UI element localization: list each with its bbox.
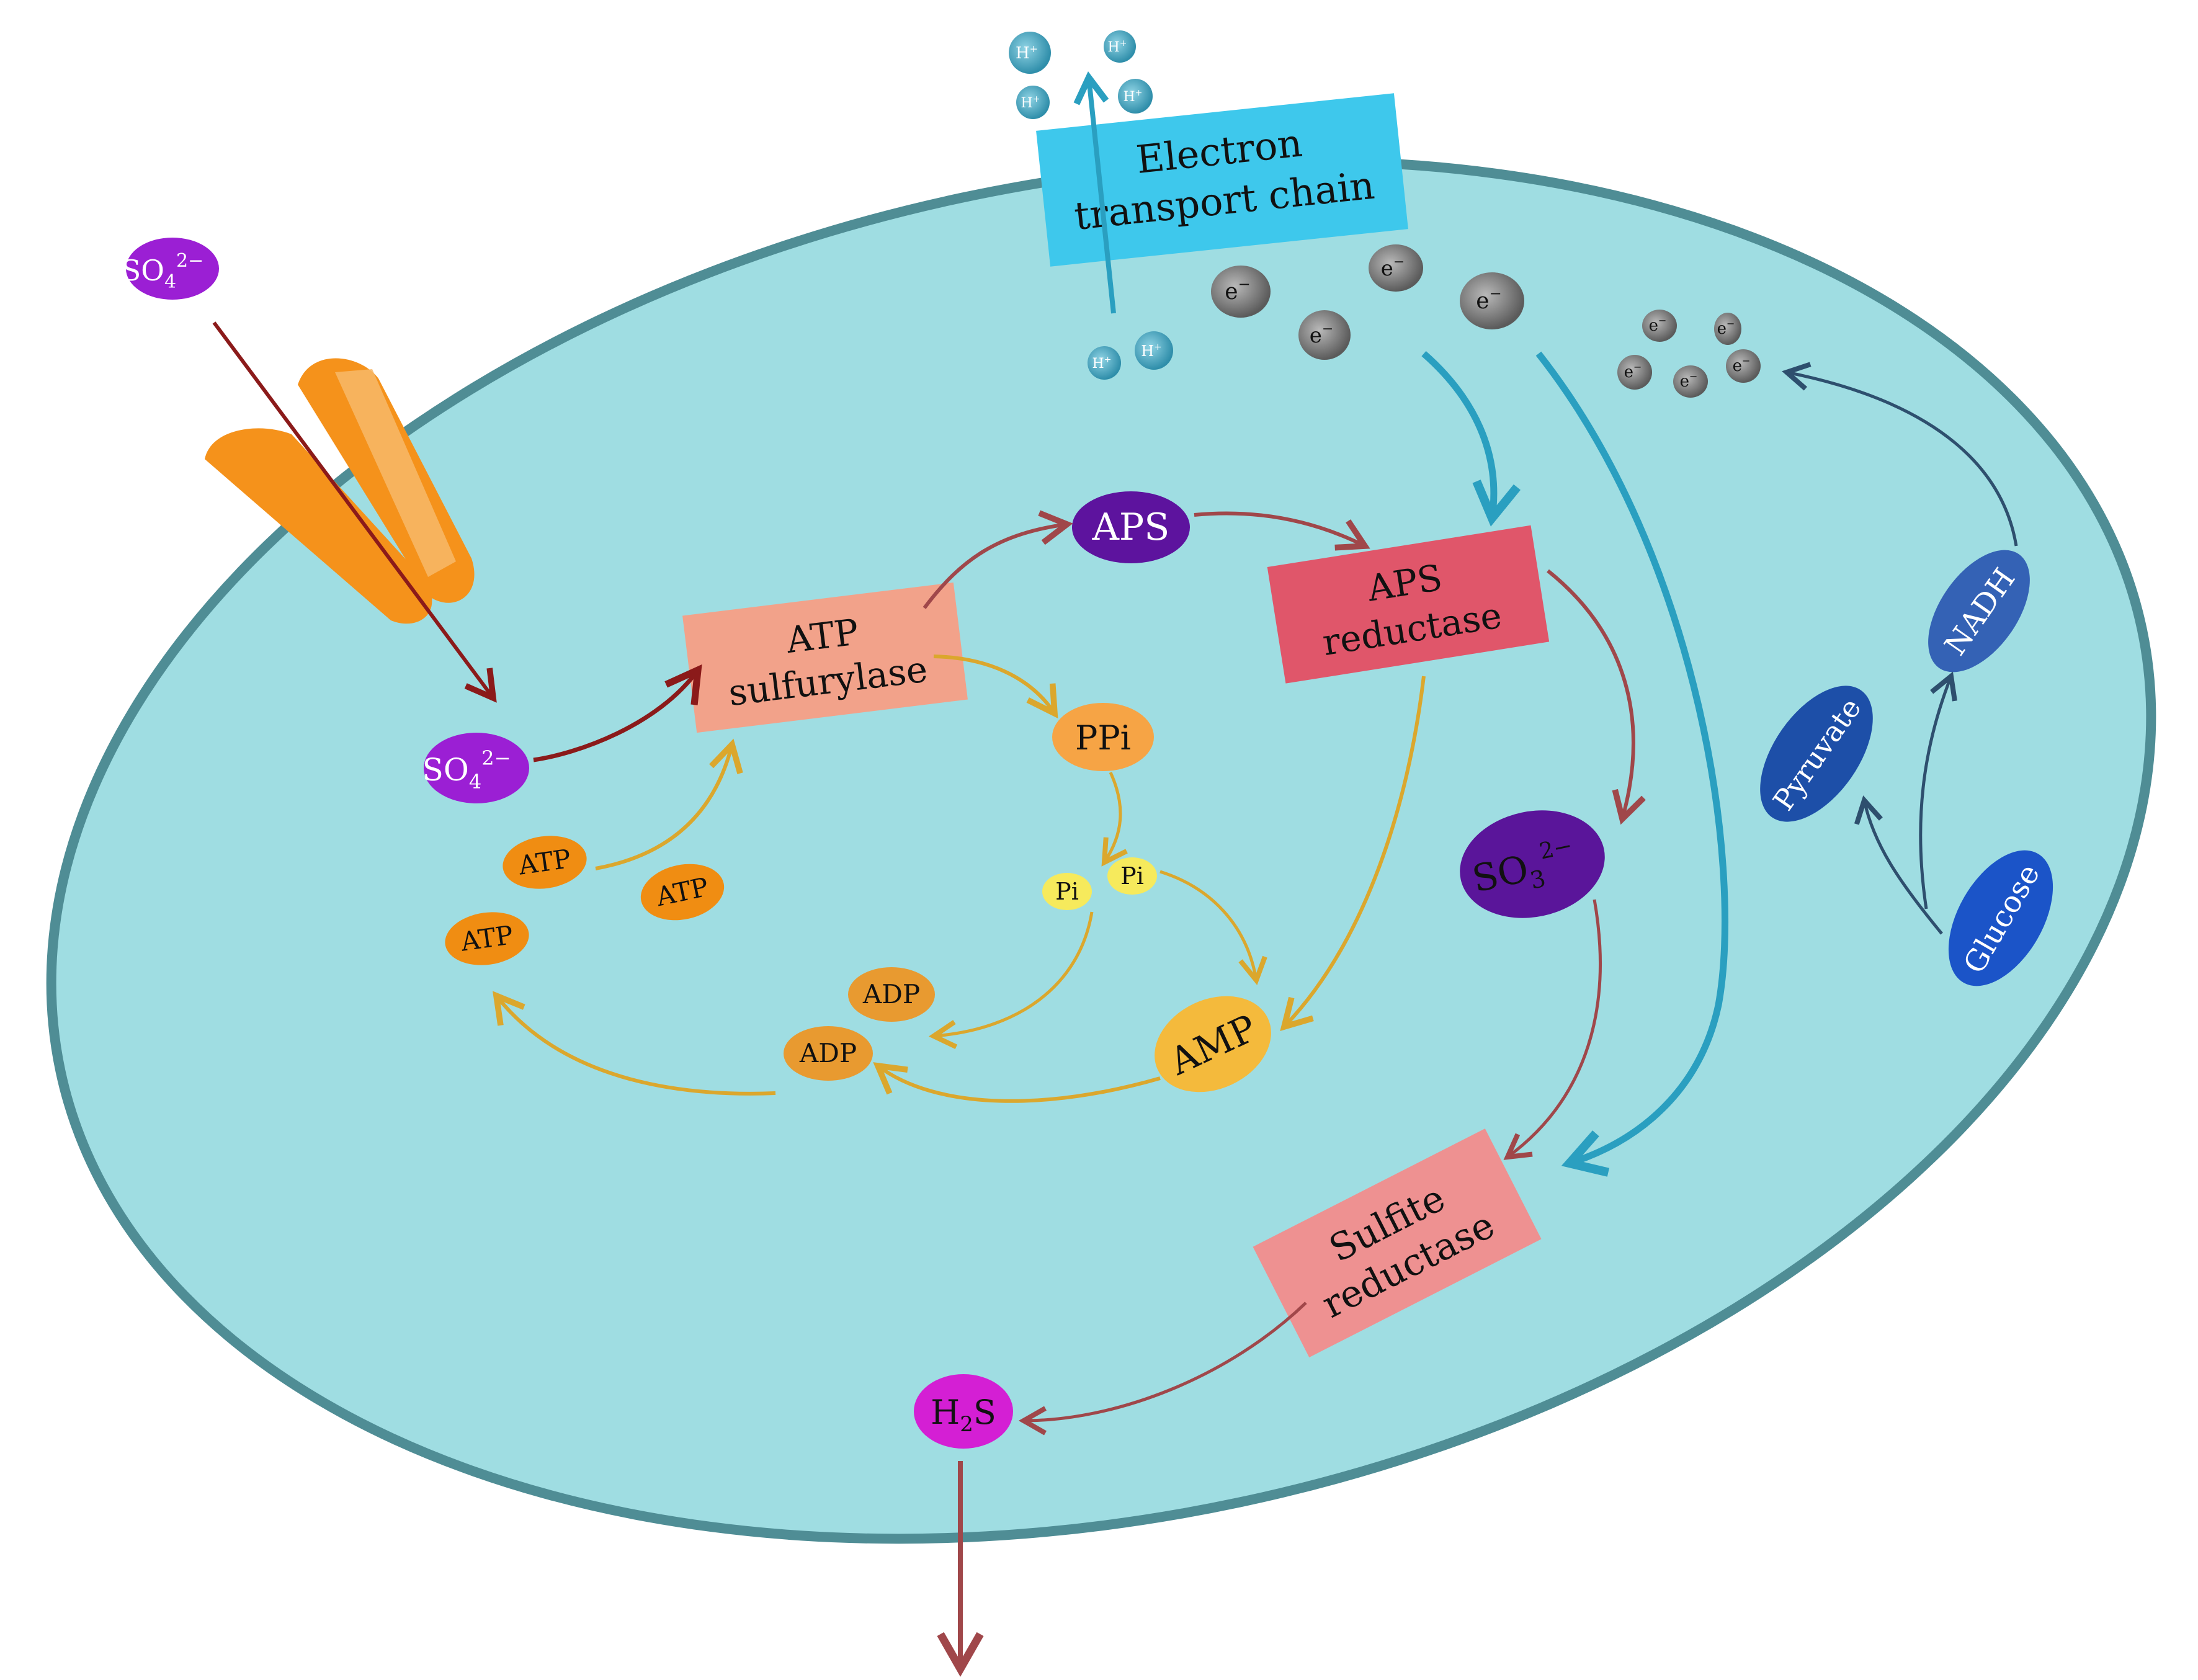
svg-text:SO42−: SO42− [422,746,511,793]
sulfite-reductase-enzyme: Sulfite reductase [1253,1128,1542,1357]
arrow-adp-to-atp [493,991,776,1096]
electron-flow-arrow-aps [1421,351,1521,527]
electron-transport-chain: Electron transport chain [1036,93,1408,267]
electron: e− [1673,365,1708,398]
svg-text:Pi: Pi [1055,878,1079,905]
amp-molecule: AMP [1155,996,1271,1092]
arrow-atp-to-atp-sulfurylase [595,738,743,870]
arrow-aps-to-aps-reductase [1194,511,1370,551]
arrow-pi-to-adp [928,911,1094,1049]
svg-text:e−: e− [1733,355,1751,375]
svg-text:ATP: ATP [458,919,515,957]
svg-text:Pi: Pi [1120,862,1144,890]
svg-text:ADP: ADP [862,979,920,1009]
electron: e− [1726,349,1761,383]
svg-text:H+: H+ [1092,355,1112,372]
svg-text:e−: e− [1225,275,1250,305]
arrow-aps-reductase-to-sulfite [1547,569,1646,825]
atp-molecule: ATP [445,912,529,965]
internal-sulfate: SO42− [422,733,529,803]
electron: e− [1714,313,1741,345]
svg-text:ATP: ATP [516,843,573,880]
svg-text:e−: e− [1381,254,1405,281]
arrow-sulfite-to-sulfite-reductase [1503,899,1602,1160]
electron: e− [1642,310,1677,342]
electrons-etc: e− e− e− e− [1211,244,1524,360]
electron: e− [1298,310,1351,360]
arrow-amp-to-adp [873,1062,1161,1103]
arrow-pi-to-amp [1159,870,1267,985]
h2s-product: H2S [914,1374,1013,1449]
svg-text:e−: e− [1680,370,1698,391]
svg-text:ADP: ADP [799,1038,857,1068]
electron: e− [1460,272,1524,329]
proton: H+ [1104,30,1136,63]
sulfate-uptake-arrow [212,321,497,703]
proton: H+ [1135,331,1173,370]
svg-text:ATP: ATP [784,610,861,661]
svg-text:e−: e− [1649,315,1667,335]
sulfite-metabolite: SO32− [1460,810,1605,918]
arrow-sulfate-to-atp-sulfurylase [533,664,702,762]
svg-text:e−: e− [1310,321,1334,348]
svg-text:H+: H+ [1021,94,1040,111]
adp-molecule: ADP [848,967,935,1022]
atp-molecule: ATP [640,864,725,921]
svg-text:H+: H+ [1108,38,1127,55]
aps-reductase-enzyme: APS reductase [1267,525,1550,684]
svg-text:H+: H+ [1016,43,1038,63]
atp-molecule: ATP [503,836,587,889]
arrow-sulfite-reductase-to-h2s [1018,1302,1307,1436]
adp-molecule: ADP [784,1026,873,1081]
arrow-ppi-to-pi [1101,771,1128,867]
electrons-glycolysis: e− e− e− e− e− [1617,310,1761,398]
ppi-metabolite: PPi [1052,703,1154,771]
svg-text:e−: e− [1476,285,1501,314]
svg-text:H+: H+ [1124,88,1143,105]
svg-text:e−: e− [1624,361,1642,382]
svg-text:SO42−: SO42− [122,250,204,293]
arrow-nadh-to-electrons [1782,362,2018,547]
sulfate-transporter [205,358,475,624]
svg-text:H2S: H2S [931,1393,996,1437]
proton: H+ [1118,79,1153,114]
svg-text:PPi: PPi [1075,718,1131,757]
electron: e− [1211,266,1271,318]
external-sulfate: SO42− [122,238,219,300]
svg-text:APS: APS [1092,506,1170,549]
arrow-atp-sulfurylase-to-aps [923,510,1073,609]
aps-metabolite: APS [1072,491,1190,563]
svg-text:H+: H+ [1141,341,1162,360]
svg-text:e−: e− [1717,318,1735,338]
protons-outside: H+ H+ H+ H+ [1009,30,1153,119]
arrow-aps-reductase-to-amp [1280,676,1426,1031]
arrow-glucose-to-nadh [1919,671,1957,909]
arrow-atp-sulfurylase-to-ppi [933,655,1058,719]
protons-inside: H+ H+ [1088,331,1173,380]
pi-metabolite: Pi [1107,857,1157,895]
electron: e− [1369,244,1423,292]
electron-flow-arrow-sulfite [1535,351,1728,1177]
atp-sulfurylase-enzyme: ATP sulfurylase [682,582,968,733]
proton: H+ [1009,32,1051,74]
electron: e− [1617,355,1652,390]
proton: H+ [1088,346,1121,380]
proton: H+ [1016,86,1050,119]
arrow-glucose-to-pyruvate [1854,795,1943,935]
proton-pump-arrow [1073,71,1116,314]
pi-metabolite: Pi [1042,873,1092,910]
